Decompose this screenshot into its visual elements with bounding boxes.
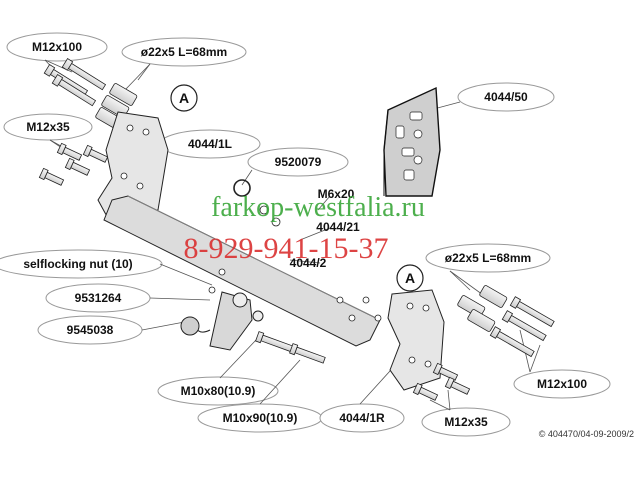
label-bracket-left: 4044/1L [188, 137, 232, 151]
bubble-nut [0, 249, 163, 279]
label-ball-part: 9520079 [275, 155, 322, 169]
tow-ball-assembly [180, 291, 264, 351]
label-bolt-left-mid: M12x35 [26, 120, 70, 134]
bubble-spacer-top-left [121, 37, 247, 67]
bubble-m10x80 [157, 376, 279, 406]
right-bolts [412, 285, 555, 401]
detail-marker-left-label: A [179, 90, 189, 106]
copyright-note: © 404470/04-09-2009/2 [539, 429, 634, 439]
label-9545038: 9545038 [67, 323, 114, 337]
detail-marker-right [396, 264, 424, 292]
bubble-bolt-left-mid [3, 113, 93, 141]
bubble-ball-part [247, 147, 349, 177]
part-labels: M12x100 ø22x5 L=68mm M12x35 4044/1L 9520… [23, 40, 587, 429]
bubble-bolt-top-left [6, 32, 108, 62]
bubble-spacer-right [425, 243, 551, 273]
bubble-bolt-right-bottom [421, 407, 511, 437]
label-bracket-right: 4044/1R [339, 411, 385, 425]
detail-marker-left [170, 84, 198, 112]
label-bolt-right-bottom: M12x35 [444, 415, 488, 429]
watermark-site: farkop-westfalia.ru [211, 192, 425, 223]
label-bolt-top-left: M12x100 [32, 40, 82, 54]
ball-ring-part [233, 179, 251, 197]
label-part-4044-21: 4044/21 [316, 220, 360, 234]
label-part-4044-2: 4044/2 [290, 256, 327, 270]
bubble-bracket-right [319, 403, 405, 433]
right-bracket [387, 289, 445, 391]
beam-hardware [208, 205, 382, 322]
watermark-phone: 8-929-941-15-37 [184, 232, 389, 265]
label-spacer-right: ø22x5 L=68mm [445, 251, 531, 265]
bubble-kit-part [457, 82, 555, 112]
bubble-bolt-right-low [513, 369, 611, 399]
label-m10x80: M10x80(10.9) [181, 384, 256, 398]
label-9531264: 9531264 [75, 291, 122, 305]
label-bolt-small: M6x20 [318, 187, 355, 201]
label-spacer-top-left: ø22x5 L=68mm [141, 45, 227, 59]
label-nut: selflocking nut (10) [23, 257, 132, 271]
m10-bolts [255, 331, 326, 364]
label-kit-part: 4044/50 [484, 90, 528, 104]
detail-marker-right-label: A [405, 270, 415, 286]
kit-panel [383, 86, 441, 197]
label-bolt-right-low: M12x100 [537, 377, 587, 391]
label-m10x90: M10x90(10.9) [223, 411, 298, 425]
